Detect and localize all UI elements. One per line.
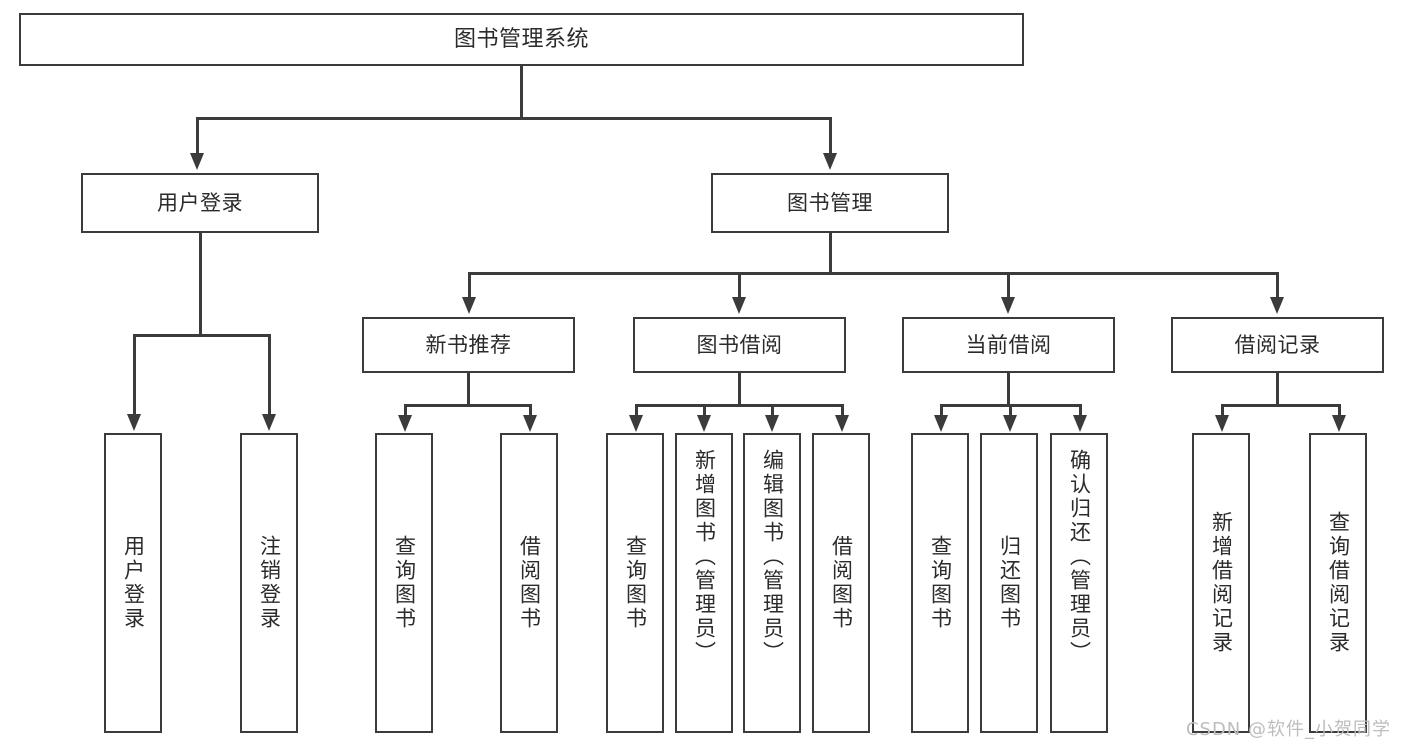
csdn-watermark: CSDN @软件_小贺同学 [1185,719,1391,740]
node-label: 当前借阅 [965,332,1052,357]
arrowhead-new-book-child-0 [398,415,412,432]
connector-root-stem [520,66,523,118]
leaf-book-borrow-0[interactable]: 查询图书 [606,433,664,733]
node-label: 注销登录 [257,535,282,631]
arrowhead-borrow-record-child-0 [1215,415,1229,432]
leaf-current-borrow-0[interactable]: 查询图书 [911,433,969,733]
connector-current-borrow-child-0 [940,404,943,419]
arrowhead-new-book-child-1 [523,415,537,432]
connector-book-borrow-bus [635,404,843,407]
connector-book-mgmt-child-2 [1007,272,1010,300]
arrowhead-level2-2 [1001,297,1015,314]
connector-new-book-child-0 [404,404,407,419]
arrowhead-book-borrow-child-1 [697,415,711,432]
node-book-management[interactable]: 图书管理 [711,173,949,233]
node-root-system[interactable]: 图书管理系统 [19,13,1024,66]
connector-current-borrow-child-2 [1079,404,1082,419]
node-label: 新书推荐 [425,332,512,357]
node-new-book-recommend[interactable]: 新书推荐 [362,317,575,373]
node-label: 借阅记录 [1234,332,1321,357]
leaf-borrow-record-1[interactable]: 查询借阅记录 [1309,433,1367,733]
connector-root-bus [196,117,832,120]
arrowhead-book-borrow-child-3 [835,415,849,432]
node-label: 归还图书 [997,535,1022,631]
node-label: 新增图书（管理员） [692,449,717,665]
connector-book-mgmt-bus [468,272,1276,275]
arrowhead-user-login-child-1 [262,414,276,431]
leaf-borrow-record-0[interactable]: 新增借阅记录 [1192,433,1250,733]
arrowhead-current-borrow-child-2 [1073,415,1087,432]
connector-new-book-child-1 [529,404,532,419]
node-current-borrow[interactable]: 当前借阅 [902,317,1115,373]
leaf-book-borrow-3[interactable]: 借阅图书 [812,433,870,733]
connector-user-login-child-0 [133,334,136,417]
leaf-new-book-0[interactable]: 查询图书 [375,433,433,733]
connector-user-login-stem [199,233,202,336]
arrowhead-book-mgmt [823,153,837,170]
connector-book-borrow-stem [738,373,741,407]
leaf-book-borrow-1[interactable]: 新增图书（管理员） [675,433,733,733]
node-label: 查询借阅记录 [1326,511,1351,655]
arrowhead-user-login [190,153,204,170]
node-label: 图书管理 [787,190,873,215]
connector-book-borrow-child-0 [635,404,638,419]
connector-borrow-record-bus [1221,404,1340,407]
node-label: 编辑图书（管理员） [760,449,785,665]
leaf-current-borrow-1[interactable]: 归还图书 [980,433,1038,733]
arrowhead-level2-1 [732,297,746,314]
node-label: 图书管理系统 [453,26,589,52]
arrowhead-book-borrow-child-0 [629,415,643,432]
connector-current-borrow-child-1 [1009,404,1012,419]
node-book-borrow[interactable]: 图书借阅 [633,317,846,373]
leaf-user-login-1[interactable]: 注销登录 [240,433,298,733]
connector-to-book-mgmt [829,117,832,157]
leaf-new-book-1[interactable]: 借阅图书 [500,433,558,733]
leaf-current-borrow-2[interactable]: 确认归还（管理员） [1050,433,1108,733]
node-label: 查询图书 [928,535,953,631]
node-label: 借阅图书 [517,535,542,631]
node-label: 确认归还（管理员） [1067,449,1092,665]
connector-user-login-child-1 [268,334,271,417]
connector-book-mgmt-child-3 [1276,272,1279,300]
arrowhead-user-login-child-0 [127,414,141,431]
connector-current-borrow-stem [1007,373,1010,407]
arrowhead-level2-3 [1270,297,1284,314]
leaf-book-borrow-2[interactable]: 编辑图书（管理员） [743,433,801,733]
arrowhead-borrow-record-child-1 [1332,415,1346,432]
arrowhead-current-borrow-child-1 [1003,415,1017,432]
connector-book-mgmt-child-1 [738,272,741,300]
node-label: 查询图书 [623,535,648,631]
connector-new-book-bus [404,404,531,407]
node-label: 借阅图书 [829,535,854,631]
connector-new-book-stem [467,373,470,407]
node-user-login[interactable]: 用户登录 [81,173,319,233]
connector-book-mgmt-child-0 [468,272,471,300]
node-label: 用户登录 [157,190,243,215]
arrowhead-level2-0 [462,297,476,314]
connector-borrow-record-child-0 [1221,404,1224,419]
connector-book-mgmt-stem [829,233,832,274]
connector-borrow-record-child-1 [1338,404,1341,419]
connector-book-borrow-child-3 [841,404,844,419]
connector-book-borrow-child-2 [771,404,774,419]
arrowhead-book-borrow-child-2 [765,415,779,432]
node-borrow-record[interactable]: 借阅记录 [1171,317,1384,373]
node-label: 查询图书 [392,535,417,631]
leaf-user-login-0[interactable]: 用户登录 [104,433,162,733]
node-label: 新增借阅记录 [1209,511,1234,655]
node-label: 图书借阅 [696,332,783,357]
connector-borrow-record-stem [1276,373,1279,407]
node-label: 用户登录 [121,535,146,631]
connector-user-login-bus [133,334,270,337]
arrowhead-current-borrow-child-0 [934,415,948,432]
connector-to-user-login [196,117,199,157]
connector-book-borrow-child-1 [703,404,706,419]
